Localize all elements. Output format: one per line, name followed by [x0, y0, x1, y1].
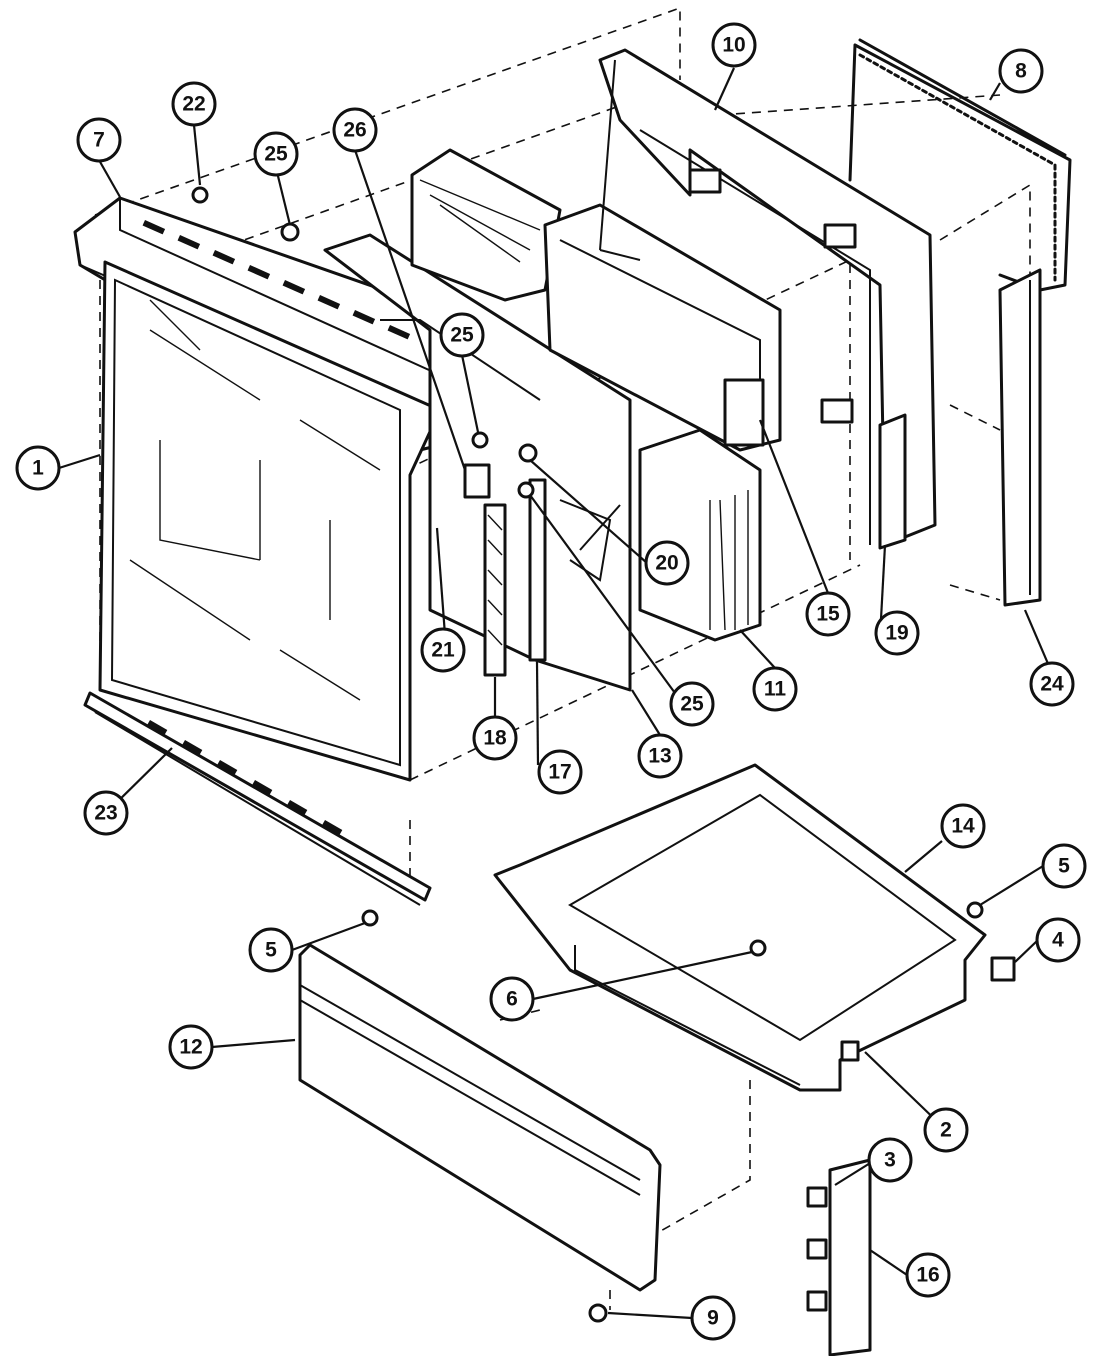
insulation-block-upper [410, 148, 762, 642]
svg-text:3: 3 [884, 1149, 896, 1172]
svg-text:25: 25 [264, 143, 288, 166]
svg-text:19: 19 [885, 622, 908, 645]
bumper-9 [588, 1303, 608, 1323]
svg-text:26: 26 [343, 119, 366, 142]
outer-door-glass [98, 260, 442, 782]
callout-23: 23 [83, 790, 129, 836]
spacer-20 [518, 443, 538, 463]
svg-text:10: 10 [722, 34, 745, 57]
inner-glass-pack [543, 203, 782, 452]
bottom-trim-rail [83, 691, 432, 906]
callout-7: 7 [76, 117, 122, 163]
small-hardware [191, 186, 1016, 1323]
callout-17: 17 [537, 749, 583, 795]
screw-22 [191, 186, 209, 204]
callout-1: 1 [15, 445, 61, 491]
callout-2: 2 [923, 1107, 969, 1153]
callout-14: 14 [940, 803, 986, 849]
drawer-glide-6 [749, 939, 767, 957]
svg-text:22: 22 [182, 93, 205, 116]
callout-3: 3 [867, 1137, 913, 1183]
svg-text:18: 18 [483, 727, 507, 750]
callout-25-mid: 25 [439, 312, 485, 358]
svg-text:8: 8 [1015, 60, 1027, 83]
drawer-body [493, 763, 987, 1092]
clip-2 [840, 1040, 860, 1062]
side-trim [998, 268, 1042, 607]
callout-8: 8 [998, 48, 1044, 94]
callout-11: 11 [752, 666, 798, 712]
svg-text:11: 11 [764, 678, 787, 701]
stop-4 [990, 956, 1016, 982]
svg-text:16: 16 [916, 1264, 939, 1287]
callout-22: 22 [171, 81, 217, 127]
svg-text:15: 15 [816, 603, 840, 626]
svg-text:24: 24 [1040, 673, 1064, 696]
svg-text:14: 14 [951, 815, 975, 838]
callout-18: 18 [472, 715, 518, 761]
callout-12: 12 [168, 1024, 214, 1070]
svg-text:20: 20 [655, 552, 678, 575]
callout-10: 10 [711, 22, 757, 68]
callout-26: 26 [332, 107, 378, 153]
callout-21: 21 [420, 627, 466, 673]
callout-19: 19 [874, 610, 920, 656]
drawer-front [298, 943, 662, 1292]
hinge-right [528, 478, 547, 662]
door-frame [598, 48, 937, 547]
callout-20: 20 [644, 540, 690, 586]
screw-25-low [517, 481, 535, 499]
hinge-cover [878, 413, 907, 550]
callout-24: 24 [1029, 661, 1075, 707]
callout-4: 4 [1035, 917, 1081, 963]
svg-text:4: 4 [1052, 929, 1064, 952]
screw-5-right [966, 901, 984, 919]
svg-text:9: 9 [707, 1307, 719, 1330]
svg-text:25: 25 [680, 693, 704, 716]
svg-text:2: 2 [940, 1119, 952, 1142]
callout-13: 13 [637, 733, 683, 779]
drawer-handle [806, 1158, 872, 1356]
switch-26 [463, 463, 491, 499]
svg-text:13: 13 [648, 745, 671, 768]
callout-5-left: 5 [248, 927, 294, 973]
callout-6: 6 [489, 976, 535, 1022]
screw-25-mid [471, 431, 489, 449]
svg-text:6: 6 [506, 988, 518, 1011]
screw-25-top [280, 222, 300, 242]
svg-text:17: 17 [548, 761, 571, 784]
hinge-left [483, 503, 507, 677]
svg-text:7: 7 [93, 129, 105, 152]
callout-25-low: 25 [669, 681, 715, 727]
svg-text:25: 25 [450, 324, 474, 347]
svg-text:21: 21 [431, 639, 455, 662]
callout-25-top: 25 [253, 131, 299, 177]
callout-16: 16 [905, 1252, 951, 1298]
callout-15: 15 [805, 591, 851, 637]
callout-5-right: 5 [1041, 843, 1087, 889]
svg-text:23: 23 [94, 802, 117, 825]
callout-9: 9 [690, 1295, 736, 1341]
svg-text:5: 5 [265, 939, 277, 962]
screw-5-left [361, 909, 379, 927]
svg-text:5: 5 [1058, 855, 1070, 878]
svg-text:12: 12 [179, 1036, 202, 1059]
svg-text:1: 1 [32, 457, 44, 480]
